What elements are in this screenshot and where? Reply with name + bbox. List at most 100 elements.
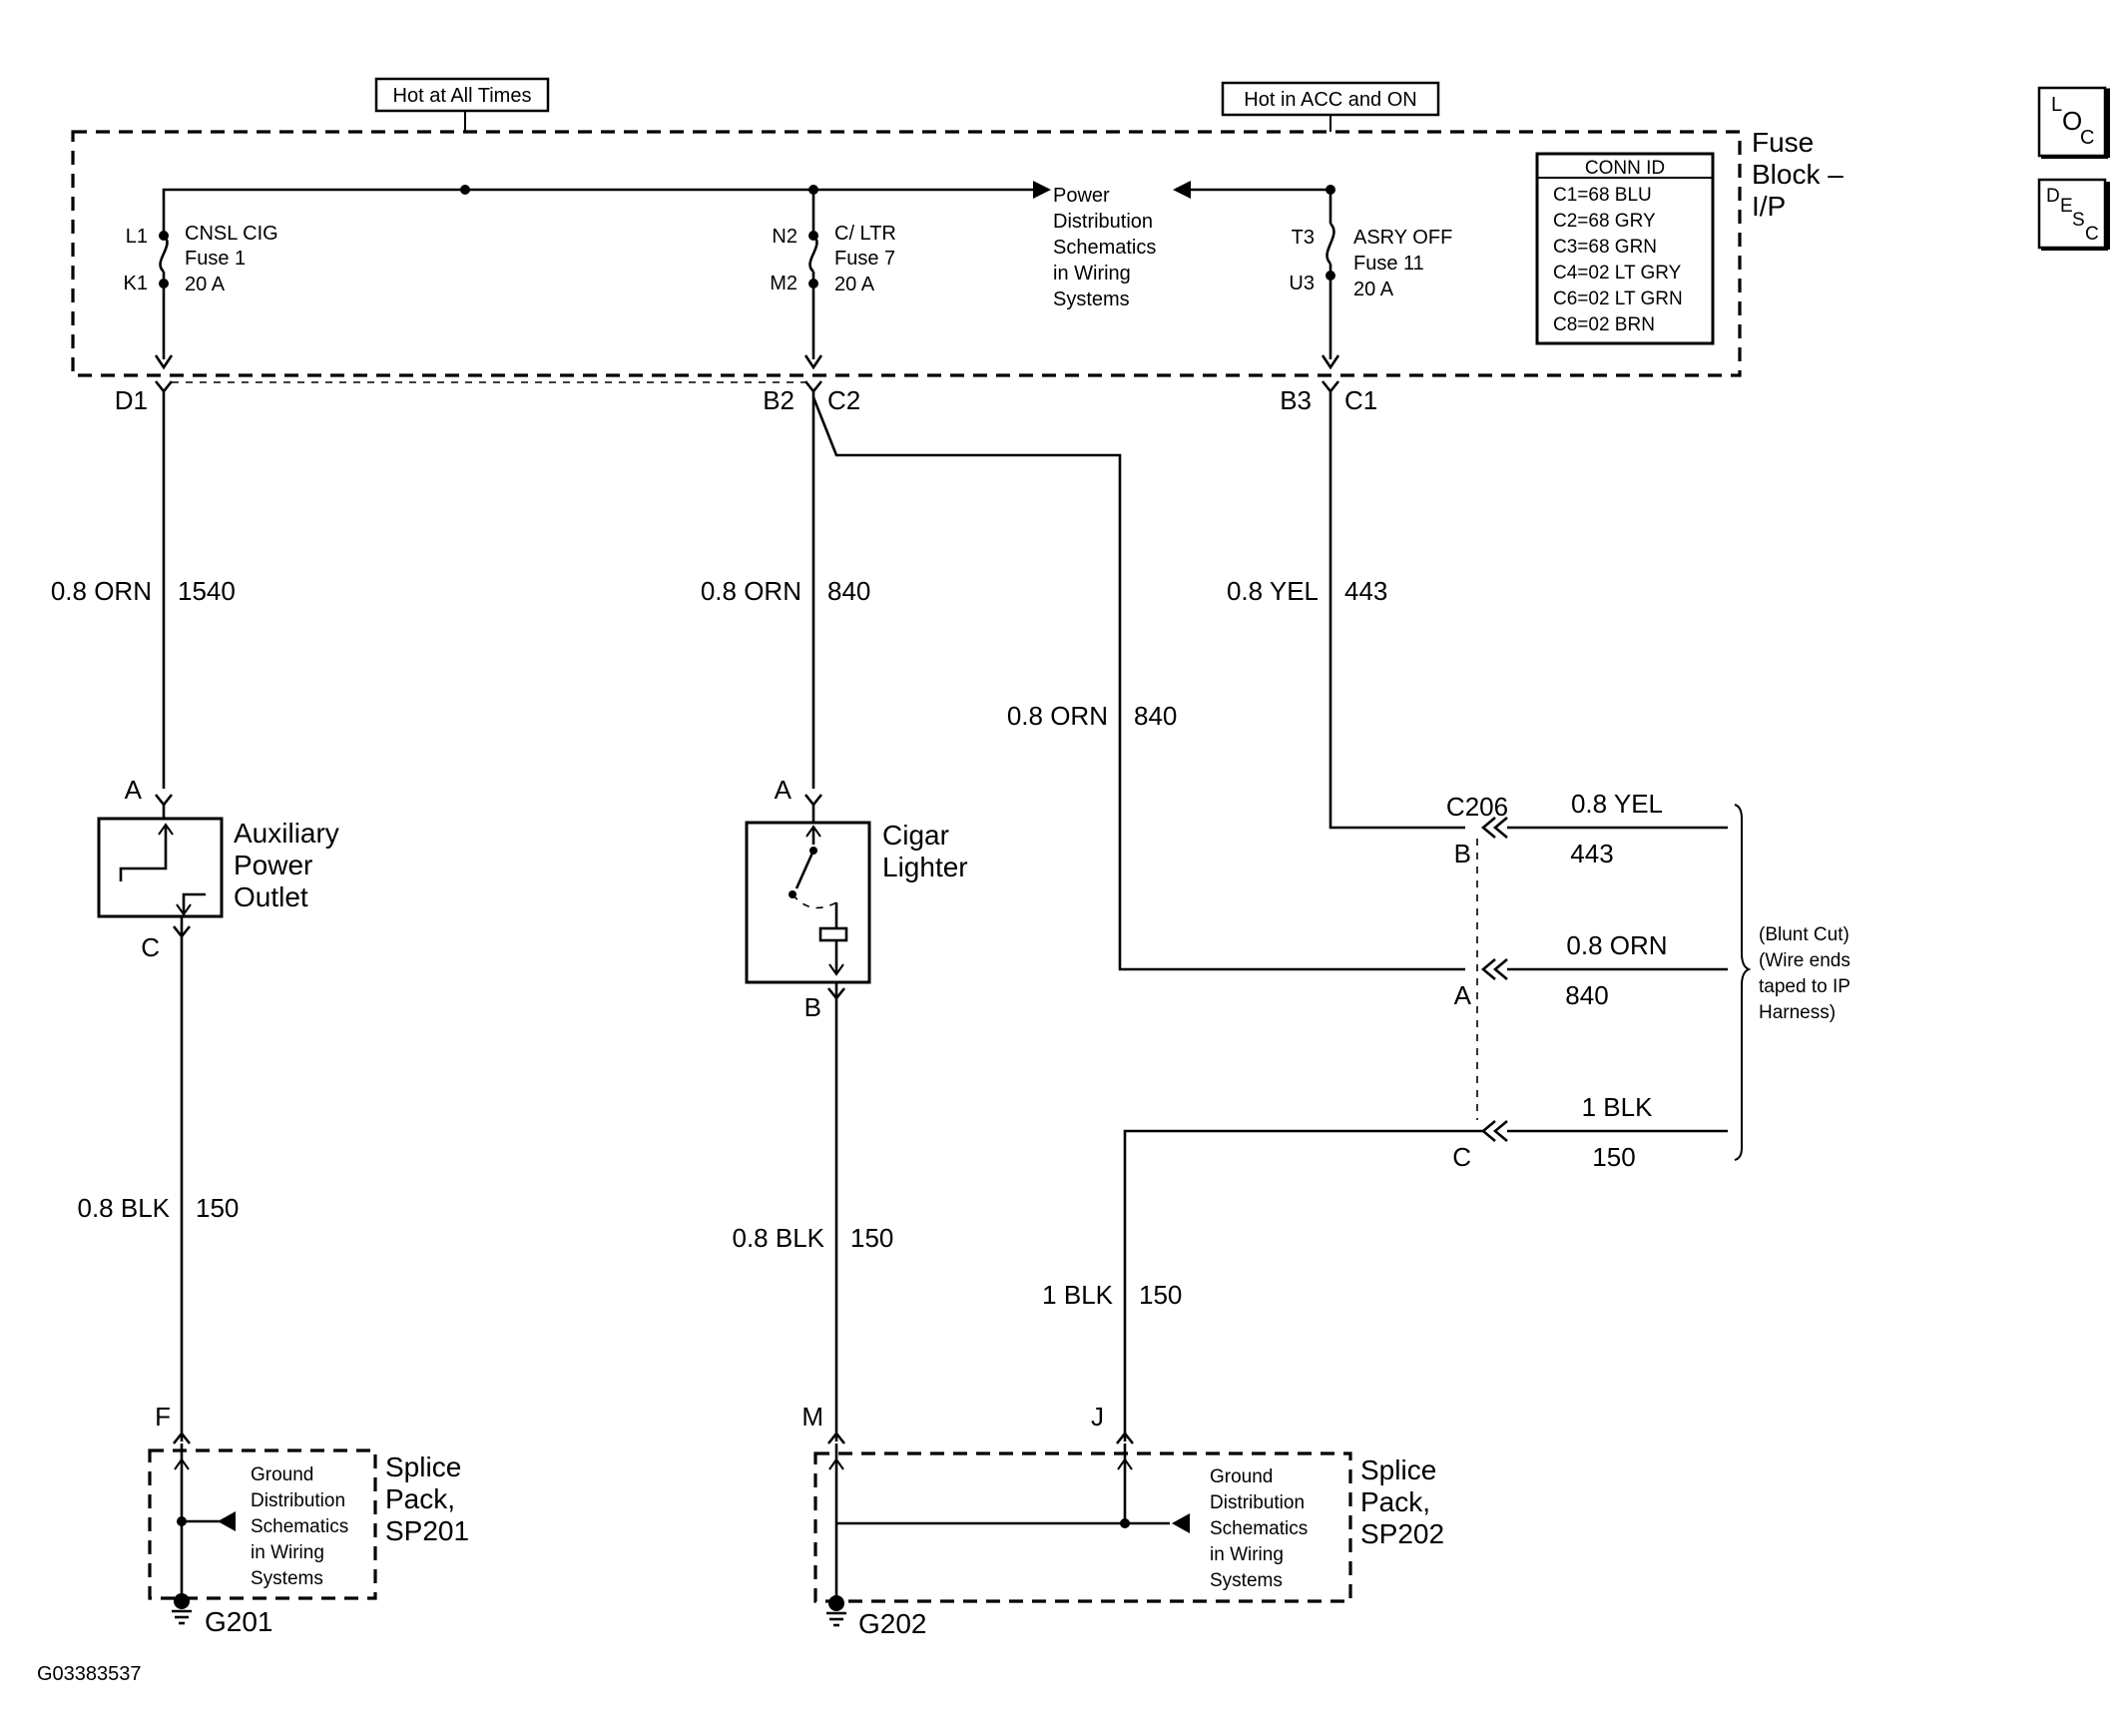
brace-icon xyxy=(1734,804,1752,1161)
svg-text:A: A xyxy=(1454,980,1472,1010)
svg-text:150: 150 xyxy=(196,1193,239,1223)
svg-text:Systems: Systems xyxy=(251,1568,323,1589)
svg-text:Fuse 1: Fuse 1 xyxy=(185,248,246,270)
svg-text:Outlet: Outlet xyxy=(234,881,308,912)
power-distribution-ref[interactable]: Power Distribution Schematics in Wiring … xyxy=(1053,185,1156,310)
svg-text:840: 840 xyxy=(1134,701,1177,731)
svg-text:Schematics: Schematics xyxy=(251,1516,348,1537)
svg-text:Cigar: Cigar xyxy=(882,820,949,851)
svg-text:U3: U3 xyxy=(1289,273,1315,294)
hot-at-all-times-tag: Hot at All Times xyxy=(374,77,550,113)
svg-text:C: C xyxy=(1452,1142,1471,1172)
svg-text:0.8 YEL: 0.8 YEL xyxy=(1571,789,1663,819)
svg-text:Ground: Ground xyxy=(1210,1466,1273,1487)
svg-text:K1: K1 xyxy=(124,273,148,294)
svg-text:in Wiring: in Wiring xyxy=(251,1542,324,1563)
fuse-1: L1 K1 CNSL CIG Fuse 1 20 A xyxy=(124,223,278,370)
svg-text:150: 150 xyxy=(850,1223,893,1253)
svg-text:C: C xyxy=(2085,224,2099,245)
svg-text:Lighter: Lighter xyxy=(882,852,968,882)
svg-text:C: C xyxy=(2080,127,2094,149)
arrow-left-icon xyxy=(218,1511,236,1531)
svg-text:B: B xyxy=(1454,839,1471,868)
splice-pack-sp201: F Ground Distribution Schematics in Wiri… xyxy=(148,1402,469,1600)
svg-text:I/P: I/P xyxy=(1752,191,1786,222)
cigar-lighter[interactable]: A B Cigar Lighter xyxy=(745,775,968,1022)
desc-button[interactable]: D E S C xyxy=(2037,178,2110,251)
svg-text:C1=68 BLU: C1=68 BLU xyxy=(1553,185,1652,206)
arrow-left-icon xyxy=(1172,1513,1190,1533)
wire-1540-label: 0.8 ORN 1540 xyxy=(51,576,236,606)
svg-text:Splice: Splice xyxy=(1360,1454,1436,1485)
svg-text:Pack,: Pack, xyxy=(385,1483,455,1514)
svg-text:C2=68 GRY: C2=68 GRY xyxy=(1553,211,1656,232)
blunt-cut-yel-label: 0.8 YEL 443 xyxy=(1570,789,1663,868)
wire-840-lighter-label: 0.8 ORN 840 xyxy=(701,576,871,606)
svg-text:Auxiliary: Auxiliary xyxy=(234,818,339,849)
svg-text:G202: G202 xyxy=(858,1608,927,1639)
fuse-7: N2 M2 C/ LTR Fuse 7 20 A xyxy=(770,190,896,370)
svg-text:0.8 BLK: 0.8 BLK xyxy=(77,1193,170,1223)
svg-text:D1: D1 xyxy=(115,385,148,415)
svg-text:Schematics: Schematics xyxy=(1053,237,1156,259)
svg-text:S: S xyxy=(2072,210,2085,231)
auxiliary-power-outlet[interactable]: A C Auxiliary Power Outlet xyxy=(97,775,339,962)
svg-text:840: 840 xyxy=(827,576,870,606)
svg-text:D: D xyxy=(2046,186,2060,207)
svg-text:C2: C2 xyxy=(827,385,860,415)
svg-text:C8=02 BRN: C8=02 BRN xyxy=(1553,314,1655,335)
svg-text:Block –: Block – xyxy=(1752,159,1844,190)
svg-text:T3: T3 xyxy=(1292,227,1315,249)
svg-text:1540: 1540 xyxy=(178,576,236,606)
svg-text:Fuse: Fuse xyxy=(1752,127,1814,158)
svg-text:0.8 ORN: 0.8 ORN xyxy=(1566,930,1667,960)
svg-text:1 BLK: 1 BLK xyxy=(1582,1092,1653,1122)
svg-text:CNSL CIG: CNSL CIG xyxy=(185,223,278,245)
conn-id-table: CONN ID C1=68 BLU C2=68 GRY C3=68 GRN C4… xyxy=(1535,152,1715,345)
svg-text:1 BLK: 1 BLK xyxy=(1042,1280,1113,1310)
svg-text:O: O xyxy=(2062,106,2082,136)
svg-text:G201: G201 xyxy=(205,1606,273,1637)
svg-text:443: 443 xyxy=(1570,839,1613,868)
svg-text:C6=02 LT GRN: C6=02 LT GRN xyxy=(1553,289,1683,309)
svg-text:Systems: Systems xyxy=(1053,289,1130,310)
connector-c206: C206 B A C xyxy=(1446,792,1508,1172)
fuse-block-label: Fuse Block – I/P xyxy=(1752,127,1844,222)
svg-text:C4=02 LT GRY: C4=02 LT GRY xyxy=(1553,263,1682,284)
svg-text:0.8 ORN: 0.8 ORN xyxy=(701,576,801,606)
loc-button[interactable]: L O C xyxy=(2037,86,2110,159)
svg-text:Hot at All Times: Hot at All Times xyxy=(393,85,532,107)
svg-text:(Blunt Cut): (Blunt Cut) xyxy=(1759,924,1850,945)
svg-text:Fuse 11: Fuse 11 xyxy=(1353,253,1424,275)
fuse-block-boundary xyxy=(71,130,1742,377)
svg-text:L: L xyxy=(2051,94,2062,116)
svg-text:840: 840 xyxy=(1565,980,1608,1010)
svg-text:CONN ID: CONN ID xyxy=(1585,158,1665,179)
svg-text:20 A: 20 A xyxy=(834,274,875,295)
svg-text:Distribution: Distribution xyxy=(1210,1492,1305,1513)
svg-text:150: 150 xyxy=(1139,1280,1182,1310)
svg-text:M: M xyxy=(801,1402,823,1432)
svg-text:SP202: SP202 xyxy=(1360,1518,1444,1549)
svg-text:Fuse 7: Fuse 7 xyxy=(834,248,895,270)
svg-text:SP201: SP201 xyxy=(385,1515,469,1546)
svg-text:N2: N2 xyxy=(772,226,797,248)
svg-text:B: B xyxy=(804,992,821,1022)
svg-text:L1: L1 xyxy=(126,226,148,248)
blunt-cut-blk-label: 1 BLK 150 xyxy=(1582,1092,1653,1172)
svg-text:Ground: Ground xyxy=(251,1464,313,1485)
svg-text:Splice: Splice xyxy=(385,1451,461,1482)
svg-text:Power: Power xyxy=(234,850,312,880)
svg-text:Power: Power xyxy=(1053,185,1110,207)
svg-text:Schematics: Schematics xyxy=(1210,1518,1308,1539)
ground-g201: G201 xyxy=(172,1593,273,1637)
svg-text:Distribution: Distribution xyxy=(251,1490,345,1511)
arrow-right-icon xyxy=(1033,181,1051,199)
wire-840-c206-label: 0.8 ORN 840 xyxy=(1007,701,1178,731)
svg-text:Harness): Harness) xyxy=(1759,1002,1836,1023)
svg-text:0.8 BLK: 0.8 BLK xyxy=(732,1223,824,1253)
svg-text:in Wiring: in Wiring xyxy=(1053,263,1131,285)
wire-443-label: 0.8 YEL 443 xyxy=(1227,576,1387,606)
svg-text:B2: B2 xyxy=(763,385,795,415)
